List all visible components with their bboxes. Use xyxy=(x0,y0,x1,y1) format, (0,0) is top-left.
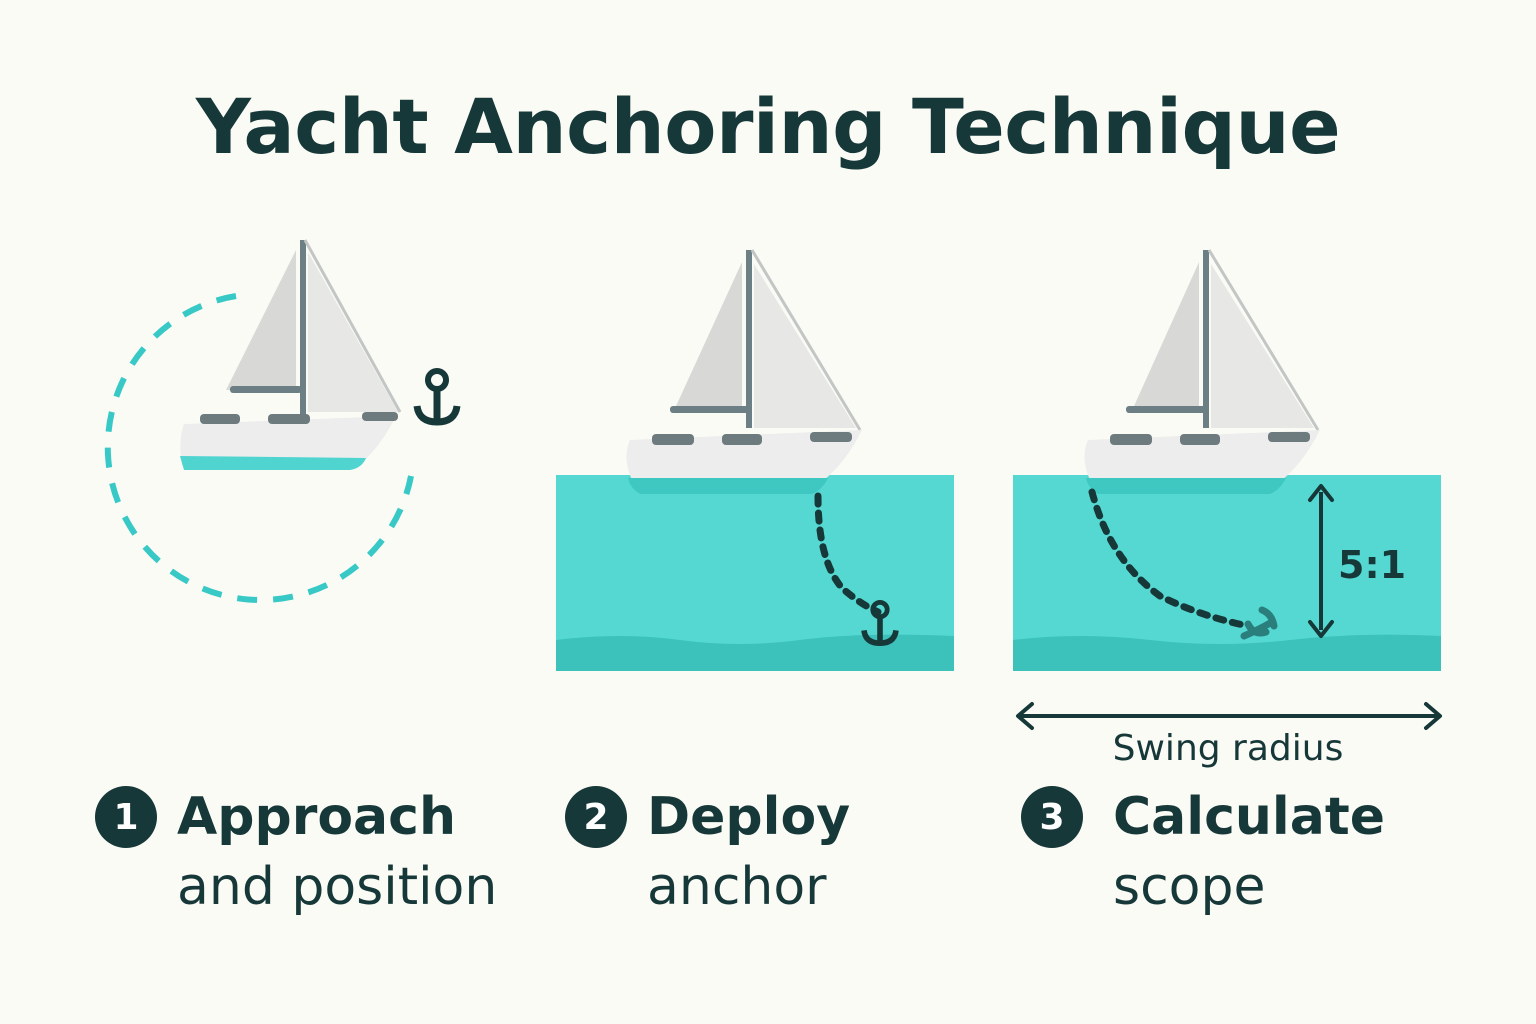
step-label-line1: Deploy xyxy=(647,787,851,847)
step-number-badge: 2 xyxy=(565,786,627,848)
swing-radius-label: Swing radius xyxy=(1112,728,1344,769)
step-number-badge: 1 xyxy=(95,786,157,848)
scope-panel xyxy=(1013,249,1442,730)
step-label-line2: anchor xyxy=(647,857,827,917)
step-calculate: 3 Calculate scope xyxy=(1021,782,1385,922)
approach-panel xyxy=(104,239,457,603)
seabed xyxy=(1013,634,1441,671)
step-label-line2: scope xyxy=(1113,857,1266,917)
sailboat-icon xyxy=(1084,249,1320,494)
step-label: Deploy anchor xyxy=(647,782,850,922)
step-label: Calculate scope xyxy=(1113,782,1385,922)
step-approach: 1 Approach and position xyxy=(95,782,497,922)
step-label-line2: and position xyxy=(177,857,498,917)
anchor-chain-dashed xyxy=(1088,488,1252,630)
step-label-line1: Calculate xyxy=(1113,787,1385,847)
anchor-icon xyxy=(1240,606,1278,640)
deploy-panel xyxy=(556,249,954,671)
swing-radius-arrow xyxy=(1016,702,1442,730)
seabed xyxy=(556,634,954,671)
step-number-badge: 3 xyxy=(1021,786,1083,848)
approach-path-dashed-circle xyxy=(104,293,414,603)
step-label-line1: Approach xyxy=(177,787,456,847)
scope-ratio-label: 5:1 xyxy=(1338,543,1407,587)
sailboat-icon xyxy=(180,239,402,470)
sailboat-icon xyxy=(626,249,862,494)
depth-arrow xyxy=(1308,484,1334,638)
page-title: Yacht Anchoring Technique xyxy=(195,82,1341,171)
anchor-icon xyxy=(417,371,457,422)
step-deploy: 2 Deploy anchor xyxy=(565,782,850,922)
step-label: Approach and position xyxy=(177,782,497,922)
anchor-chain-dashed xyxy=(814,492,882,616)
